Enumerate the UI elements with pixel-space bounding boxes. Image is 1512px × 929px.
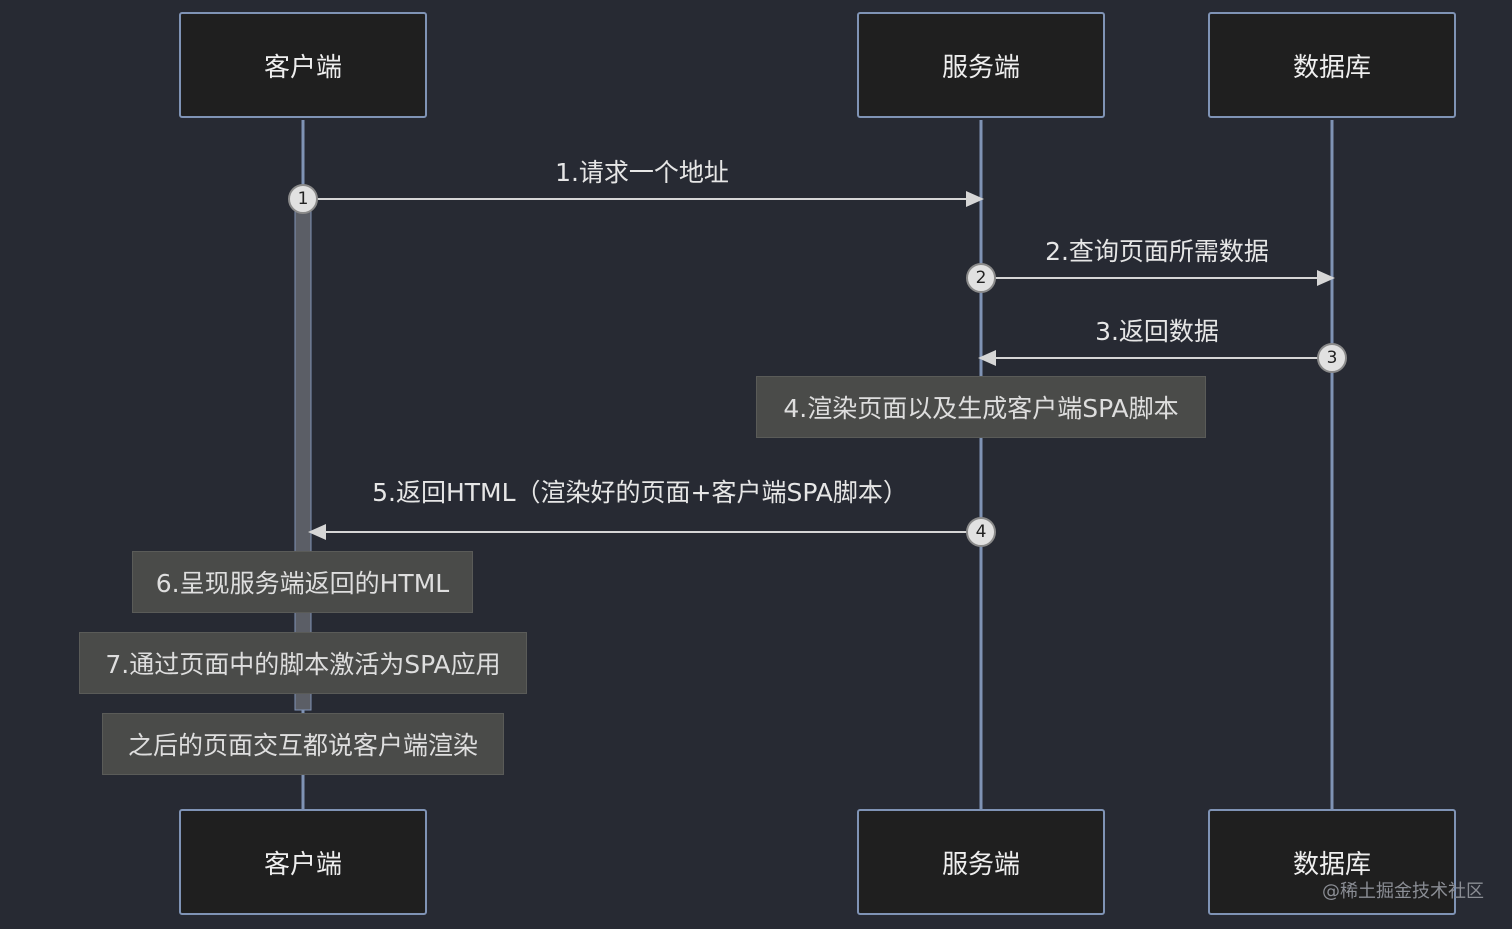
sequence-badge-2: 2 [966, 263, 996, 293]
database-actor-top: 数据库 [1208, 12, 1456, 118]
message-1-arrowhead [966, 191, 984, 207]
client-after-note: 之后的页面交互都说客户端渲染 [102, 713, 504, 775]
message-3-label: 3.返回数据 [1095, 317, 1219, 346]
client-actor-bottom: 客户端 [179, 809, 427, 915]
sequence-badge-4: 4 [966, 517, 996, 547]
message-2-arrowhead [1317, 270, 1335, 286]
server-actor-bottom: 服务端 [857, 809, 1105, 915]
message-5-arrowhead [308, 524, 326, 540]
client-present-note: 6.呈现服务端返回的HTML [132, 551, 473, 613]
sequence-badge-1: 1 [288, 184, 318, 214]
message-3-arrowhead [978, 350, 996, 366]
watermark-text: @稀土掘金技术社区 [1322, 881, 1484, 902]
sequence-badge-3: 3 [1317, 343, 1347, 373]
database-actor-bottom: 数据库 [1208, 809, 1456, 915]
message-1-label: 1.请求一个地址 [555, 158, 729, 187]
message-5-label: 5.返回HTML（渲染好的页面+客户端SPA脚本） [372, 478, 908, 507]
message-2-label: 2.查询页面所需数据 [1045, 237, 1269, 266]
server-actor-top: 服务端 [857, 12, 1105, 118]
server-render-note: 4.渲染页面以及生成客户端SPA脚本 [756, 376, 1206, 438]
client-actor-top: 客户端 [179, 12, 427, 118]
client-activate-note: 7.通过页面中的脚本激活为SPA应用 [79, 632, 527, 694]
